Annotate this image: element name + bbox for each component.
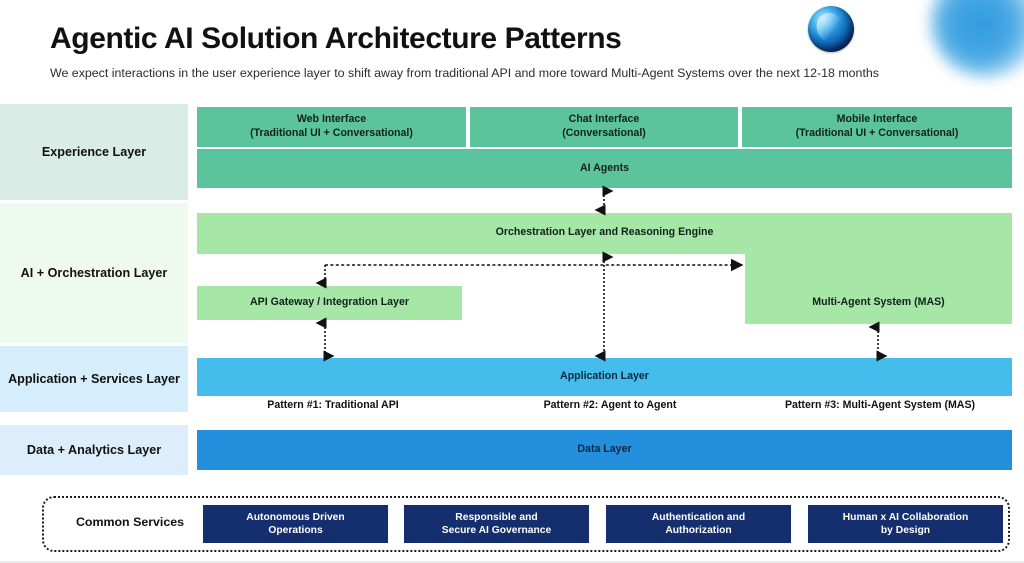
web-interface-title: Web Interface	[296, 113, 367, 126]
layer-band-application: Application + Services Layer	[0, 346, 188, 412]
orchestration-box-api-gateway[interactable]: API Gateway / Integration Layer	[197, 286, 462, 320]
data-box-layer-label: Data Layer	[577, 443, 632, 456]
common-service-box-autonomous-driven-operations[interactable]: Autonomous Driven Operations	[203, 505, 388, 543]
orchestration-box-engine[interactable]: Orchestration Layer and Reasoning Engine	[197, 213, 1012, 254]
common-services-label: Common Services	[75, 515, 185, 529]
common-service-box-responsible-secure-ai-governance-label: Responsible and Secure AI Governance	[442, 511, 552, 538]
cs-4-line2: by Design	[880, 525, 931, 536]
layer-band-experience: Experience Layer	[0, 104, 188, 200]
layer-band-data: Data + Analytics Layer	[0, 425, 188, 475]
web-interface-subtitle: (Traditional UI + Conversational)	[250, 127, 413, 139]
common-service-box-autonomous-driven-operations-label: Autonomous Driven Operations	[246, 511, 344, 538]
common-service-box-responsible-secure-ai-governance[interactable]: Responsible and Secure AI Governance	[404, 505, 589, 543]
experience-box-web-interface-label: Web Interface (Traditional UI + Conversa…	[250, 113, 413, 140]
cs-3-line1: Authentication and	[651, 511, 746, 523]
cs-3-line2: Authorization	[665, 525, 732, 536]
experience-box-chat-interface-label: Chat Interface (Conversational)	[562, 113, 646, 140]
application-box-layer-label: Application Layer	[560, 370, 649, 383]
application-box-layer[interactable]: Application Layer	[197, 358, 1012, 396]
orchestration-box-engine-label: Orchestration Layer and Reasoning Engine	[495, 225, 714, 238]
orchestration-box-mas-label: Multi-Agent System (MAS)	[812, 296, 945, 309]
experience-box-ai-agents[interactable]: AI Agents	[197, 149, 1012, 188]
orchestration-box-api-gateway-label: API Gateway / Integration Layer	[250, 296, 409, 309]
pattern-caption-2: Pattern #2: Agent to Agent	[543, 399, 677, 411]
mobile-interface-title: Mobile Interface	[836, 113, 918, 126]
layer-label-experience: Experience Layer	[41, 145, 147, 159]
experience-box-chat-interface[interactable]: Chat Interface (Conversational)	[470, 107, 740, 147]
layer-label-data: Data + Analytics Layer	[26, 443, 162, 457]
common-service-box-human-x-ai-collaboration-by-design[interactable]: Human x AI Collaboration by Design	[808, 505, 1003, 543]
common-service-box-human-x-ai-collaboration-by-design-label: Human x AI Collaboration by Design	[843, 511, 968, 538]
chat-interface-subtitle: (Conversational)	[562, 127, 646, 139]
cs-1-line2: Operations	[268, 525, 323, 536]
page-title: Agentic AI Solution Architecture Pattern…	[50, 22, 622, 55]
layer-band-orchestration: AI + Orchestration Layer	[0, 203, 188, 343]
pattern-caption-3: Pattern #3: Multi-Agent System (MAS)	[784, 399, 976, 411]
cs-2-line2: Secure AI Governance	[441, 525, 552, 536]
cs-1-line1: Autonomous Driven	[246, 511, 345, 523]
chat-interface-title: Chat Interface	[568, 113, 640, 126]
mobile-interface-subtitle: (Traditional UI + Conversational)	[795, 127, 959, 139]
common-service-box-authentication-and-authorization[interactable]: Authentication and Authorization	[606, 505, 791, 543]
experience-box-mobile-interface-label: Mobile Interface (Traditional UI + Conve…	[796, 113, 959, 140]
experience-box-ai-agents-label: AI Agents	[579, 161, 630, 174]
header: Agentic AI Solution Architecture Pattern…	[0, 0, 1024, 96]
page-subtitle: We expect interactions in the user exper…	[50, 66, 879, 80]
brand-orb-logo	[808, 6, 854, 52]
cs-2-line1: Responsible and	[455, 511, 538, 523]
cs-4-line1: Human x AI Collaboration	[842, 511, 969, 523]
layer-label-orchestration: AI + Orchestration Layer	[20, 266, 168, 280]
experience-box-web-interface[interactable]: Web Interface (Traditional UI + Conversa…	[197, 107, 468, 147]
layer-label-application: Application + Services Layer	[8, 372, 180, 386]
experience-box-mobile-interface[interactable]: Mobile Interface (Traditional UI + Conve…	[742, 107, 1012, 147]
common-service-box-authentication-and-authorization-label: Authentication and Authorization	[652, 511, 745, 538]
pattern-caption-1: Pattern #1: Traditional API	[267, 399, 399, 411]
data-box-layer[interactable]: Data Layer	[197, 430, 1012, 470]
bottom-edge-divider	[0, 561, 1024, 563]
orchestration-box-mas[interactable]: Multi-Agent System (MAS)	[745, 254, 1012, 324]
